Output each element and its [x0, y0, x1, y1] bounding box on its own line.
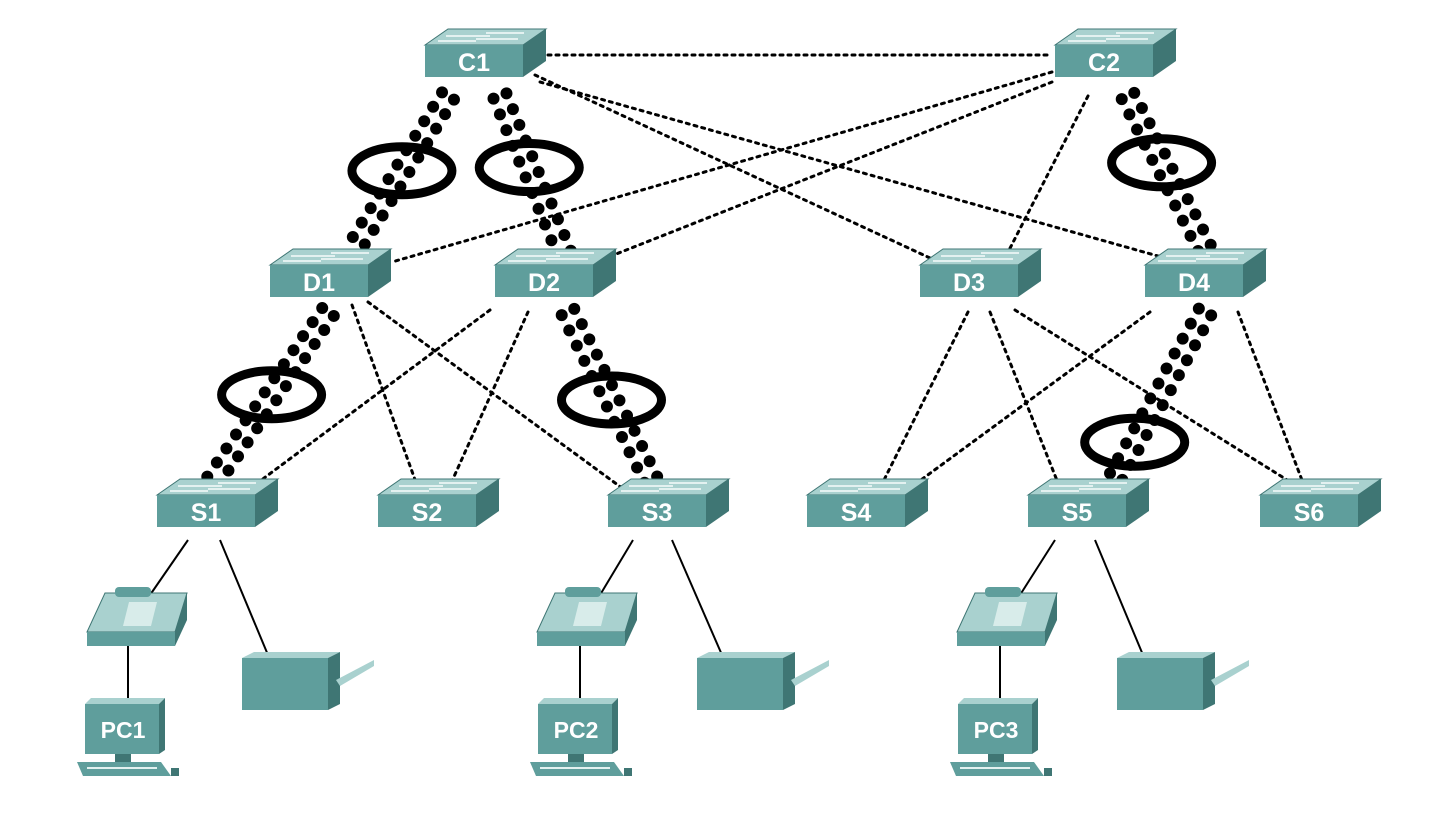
switch-label: S1 — [191, 499, 222, 527]
link-S3-printer2 — [671, 539, 723, 656]
switch-c2[interactable]: C2 — [1053, 28, 1178, 77]
link-S5-printer3 — [1094, 539, 1144, 656]
switch-label: C2 — [1088, 49, 1120, 77]
etherchannel-ring — [557, 371, 666, 429]
switch-label: S3 — [642, 499, 673, 527]
switch-s2[interactable]: S2 — [376, 478, 501, 527]
etherchannel-C1-D1 — [338, 86, 460, 265]
ip-phone-icon[interactable] — [536, 587, 638, 646]
switch-s4[interactable]: S4 — [805, 478, 930, 527]
pc-label: PC3 — [974, 717, 1019, 743]
etherchannel-ring — [474, 139, 584, 197]
switch-label: S2 — [412, 499, 443, 527]
links-layer — [127, 53, 1307, 702]
etherchannel-ring — [1080, 413, 1190, 471]
switch-label: S6 — [1294, 499, 1325, 527]
link-D1-S3 — [366, 300, 624, 490]
etherchannel-ring — [217, 366, 327, 424]
printer-icon[interactable] — [697, 652, 829, 710]
link-D2-S2 — [446, 310, 530, 492]
printer-icon[interactable] — [242, 652, 374, 710]
etherchannel-ring — [347, 142, 457, 200]
switch-d2[interactable]: D2 — [493, 248, 618, 297]
ip-phone-icon[interactable] — [956, 587, 1058, 646]
switch-label: D3 — [953, 269, 985, 297]
switch-label: S5 — [1062, 499, 1093, 527]
switch-d1[interactable]: D1 — [268, 248, 393, 297]
switch-label: C1 — [458, 49, 490, 77]
link-D3-S5 — [988, 310, 1062, 490]
pc-pc2[interactable]: PC2 — [530, 698, 632, 776]
link-D3-S4 — [878, 310, 970, 490]
link-S1-phone1 — [149, 539, 189, 596]
link-C2-D3 — [1003, 94, 1090, 260]
switch-s1[interactable]: S1 — [155, 478, 280, 527]
link-C2-D2 — [604, 80, 1054, 260]
etherchannel-C2-D4 — [1107, 86, 1221, 265]
switch-d4[interactable]: D4 — [1143, 248, 1268, 297]
pc-label: PC2 — [554, 717, 599, 743]
switch-label: D4 — [1178, 269, 1210, 297]
etherchannel-ring — [1107, 134, 1217, 192]
link-D1-S2 — [350, 303, 420, 490]
link-C1-D3 — [533, 73, 932, 260]
link-S1-printer1 — [219, 539, 269, 656]
pc-label: PC1 — [101, 717, 146, 743]
link-D2-S1 — [246, 308, 492, 492]
link-S5-phone3 — [1019, 539, 1056, 596]
etherchannel-D4-S5 — [1080, 302, 1218, 498]
switch-label: D2 — [528, 269, 560, 297]
switch-s6[interactable]: S6 — [1258, 478, 1383, 527]
link-C2-D1 — [390, 70, 1054, 264]
switch-s5[interactable]: S5 — [1026, 478, 1151, 527]
printer-icon[interactable] — [1117, 652, 1249, 710]
etherchannel-D2-S3 — [555, 302, 668, 498]
pc-pc1[interactable]: PC1 — [77, 698, 179, 776]
switch-s3[interactable]: S3 — [606, 478, 731, 527]
switch-label: D1 — [303, 269, 335, 297]
link-D3-S6 — [1013, 308, 1302, 490]
link-C1-D4 — [538, 80, 1167, 260]
pc-pc3[interactable]: PC3 — [950, 698, 1052, 776]
etherchannel-D1-S1 — [196, 302, 340, 498]
switch-c1[interactable]: C1 — [423, 28, 548, 77]
switch-d3[interactable]: D3 — [918, 248, 1043, 297]
ip-phone-icon[interactable] — [86, 587, 188, 646]
link-D4-S4 — [908, 310, 1152, 490]
link-D4-S6 — [1236, 310, 1307, 490]
etherchannel-C1-D2 — [474, 87, 584, 264]
switch-label: S4 — [841, 499, 872, 527]
link-S3-phone2 — [599, 539, 634, 596]
